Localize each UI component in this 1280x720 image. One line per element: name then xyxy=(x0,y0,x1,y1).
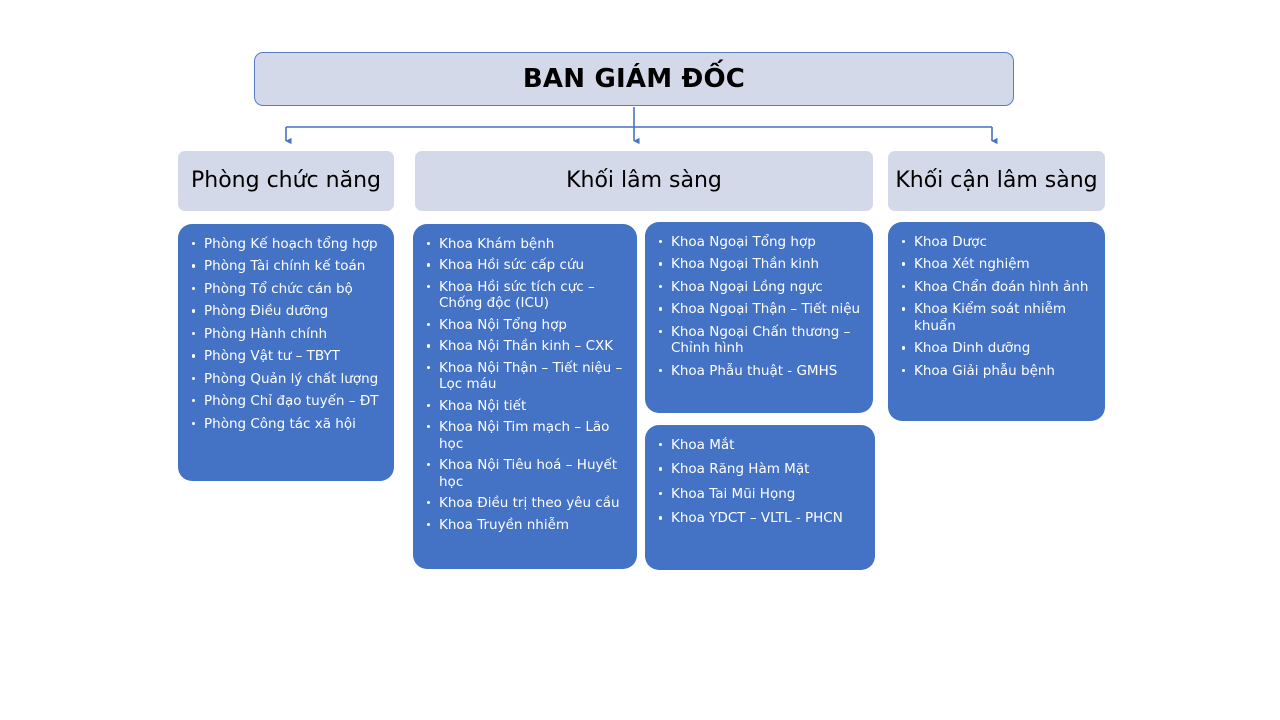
list-item[interactable]: Khoa Mắt xyxy=(657,437,865,453)
list-item[interactable]: Khoa Nội Tim mạch – Lão học xyxy=(425,419,627,452)
list-item[interactable]: Phòng Vật tư – TBYT xyxy=(190,348,384,364)
list-item[interactable]: Khoa YDCT – VLTL - PHCN xyxy=(657,510,865,526)
list-item[interactable]: Khoa Nội Tổng hợp xyxy=(425,317,627,333)
list-item[interactable]: Khoa Răng Hàm Mặt xyxy=(657,461,865,477)
list-item[interactable]: Khoa Tai Mũi Họng xyxy=(657,486,865,502)
list-item[interactable]: Khoa Nội Thần kinh – CXK xyxy=(425,338,627,354)
list-item[interactable]: Khoa Nội Thận – Tiết niệu – Lọc máu xyxy=(425,360,627,393)
list-item[interactable]: Khoa Nội tiết xyxy=(425,398,627,414)
root-node-label: BAN GIÁM ĐỐC xyxy=(522,64,746,94)
list-item[interactable]: Phòng Điều dưỡng xyxy=(190,303,384,319)
branch-header-paraclinical-label: Khối cận lâm sàng xyxy=(895,167,1098,193)
list-item[interactable]: Khoa Giải phẫu bệnh xyxy=(900,363,1095,379)
list-item[interactable]: Khoa Khám bệnh xyxy=(425,236,627,252)
list-item[interactable]: Phòng Chỉ đạo tuyến – ĐT xyxy=(190,393,384,409)
list-item[interactable]: Phòng Công tác xã hội xyxy=(190,416,384,432)
branch-header-clinical-label: Khối lâm sàng xyxy=(566,167,722,193)
list-item[interactable]: Khoa Ngoại Lồng ngực xyxy=(657,279,863,295)
list-item[interactable]: Phòng Kế hoạch tổng hợp xyxy=(190,236,384,252)
list-item[interactable]: Khoa Hồi sức tích cực – Chống độc (ICU) xyxy=(425,279,627,312)
branch-header-functional-label: Phòng chức năng xyxy=(191,167,381,193)
list-item[interactable]: Khoa Ngoại Thận – Tiết niệu xyxy=(657,301,863,317)
list-item[interactable]: Khoa Xét nghiệm xyxy=(900,256,1095,272)
list-item[interactable]: Phòng Quản lý chất lượng xyxy=(190,371,384,387)
list-item[interactable]: Khoa Dược xyxy=(900,234,1095,250)
list-item[interactable]: Khoa Nội Tiêu hoá – Huyết học xyxy=(425,457,627,490)
branch-header-functional[interactable]: Phòng chức năng xyxy=(178,151,394,211)
branch-header-clinical[interactable]: Khối lâm sàng xyxy=(415,151,873,211)
list-item[interactable]: Khoa Ngoại Chấn thương – Chỉnh hình xyxy=(657,324,863,357)
list-item[interactable]: Khoa Ngoại Tổng hợp xyxy=(657,234,863,250)
root-node[interactable]: BAN GIÁM ĐỐC xyxy=(254,52,1014,106)
list-item[interactable]: Phòng Hành chính xyxy=(190,326,384,342)
list-item[interactable]: Khoa Dinh dưỡng xyxy=(900,340,1095,356)
list-item[interactable]: Khoa Ngoại Thần kinh xyxy=(657,256,863,272)
list-item[interactable]: Khoa Chẩn đoán hình ảnh xyxy=(900,279,1095,295)
list-item[interactable]: Phòng Tổ chức cán bộ xyxy=(190,281,384,297)
list-item[interactable]: Phòng Tài chính kế toán xyxy=(190,258,384,274)
branch-header-paraclinical[interactable]: Khối cận lâm sàng xyxy=(888,151,1105,211)
list-item[interactable]: Khoa Truyền nhiễm xyxy=(425,517,627,533)
list-item[interactable]: Khoa Điều trị theo yêu cầu xyxy=(425,495,627,511)
list-item[interactable]: Khoa Phẫu thuật - GMHS xyxy=(657,363,863,379)
list-item[interactable]: Khoa Hồi sức cấp cứu xyxy=(425,257,627,273)
list-item[interactable]: Khoa Kiểm soát nhiễm khuẩn xyxy=(900,301,1095,334)
